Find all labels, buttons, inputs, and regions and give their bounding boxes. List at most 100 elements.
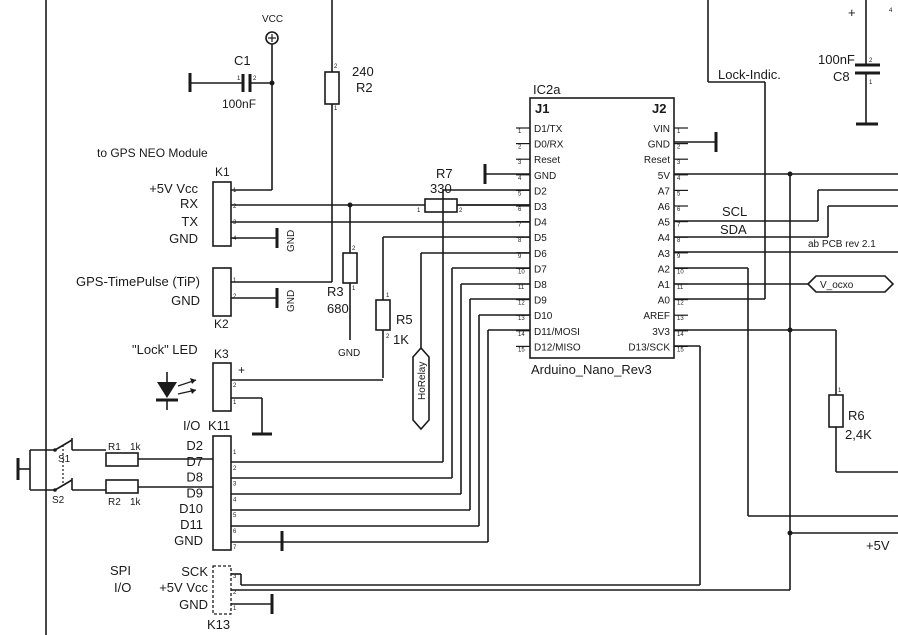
- chip-left-pin-label: D10: [534, 311, 553, 322]
- r5-value: 1K: [393, 332, 409, 347]
- r6-body: [828, 394, 844, 428]
- r6-ref: R6: [848, 408, 865, 423]
- chip-left-pin-label: GND: [534, 171, 556, 182]
- chip-right-pin-label: AREF: [643, 311, 670, 322]
- chip-right-pin-num: 3: [677, 160, 681, 166]
- svg-text:1: 1: [352, 286, 356, 292]
- switch-block: [16, 438, 106, 492]
- r7-value: 330: [430, 181, 452, 196]
- k11-pin-label: D11: [180, 517, 203, 532]
- chip-left-pin-label: D0/RX: [534, 140, 564, 151]
- svg-text:2: 2: [233, 590, 237, 596]
- chip-j2: J2: [652, 101, 666, 116]
- chip-right-pin-label: A2: [658, 264, 671, 275]
- svg-text:2: 2: [352, 246, 356, 252]
- r3-body: [342, 252, 358, 284]
- k13-title-io: I/O: [114, 580, 131, 595]
- k11-title: I/O: [183, 418, 200, 433]
- chip-ref: IC2a: [533, 82, 561, 97]
- chip-right-pin-num: 13: [677, 316, 684, 322]
- r1-body: [105, 452, 139, 467]
- k11-pin-label: D7: [186, 454, 203, 469]
- chip-left-pin-num: 3: [518, 160, 522, 166]
- svg-text:4: 4: [889, 8, 893, 14]
- chip-right-pin-label: 5V: [658, 171, 671, 182]
- chip-left-pin-num: 15: [518, 347, 525, 353]
- s1-label: S1: [58, 454, 71, 465]
- chip-right-pin-label: 3V3: [652, 327, 670, 338]
- k1-pin-gnd: GND: [169, 231, 198, 246]
- rr2-ref: R2: [108, 497, 121, 508]
- lock-led-icon: [156, 372, 197, 410]
- sda-label: SDA: [720, 222, 747, 237]
- chip-right-pin-label: Reset: [644, 155, 670, 166]
- chip-left-pin-num: 8: [518, 238, 522, 244]
- chip-right-pin-num: 2: [677, 145, 681, 151]
- r3-gnd-label: GND: [338, 348, 360, 359]
- svg-text:1: 1: [233, 188, 237, 194]
- chip-left-pin-label: D2: [534, 186, 547, 197]
- k11-pin-label: D8: [186, 470, 203, 485]
- k2-ref: K2: [214, 317, 229, 331]
- k1-title: to GPS NEO Module: [97, 146, 208, 160]
- c8-ref: C8: [833, 69, 850, 84]
- svg-text:1: 1: [417, 208, 421, 214]
- chip-left-pin-label: D4: [534, 218, 547, 229]
- k1-pin-5v: +5V Vcc: [149, 181, 198, 196]
- chip-left-pin-num: 11: [518, 285, 525, 291]
- chip-left-pin-num: 1: [518, 129, 522, 135]
- k2-gnd-label: GND: [286, 290, 297, 312]
- svg-text:2: 2: [253, 76, 257, 82]
- svg-text:1: 1: [233, 278, 237, 284]
- chip-right-pin-num: 9: [677, 254, 681, 260]
- chip-left-pin-label: D12/MISO: [534, 342, 581, 353]
- k13-pin-5v: +5V Vcc: [159, 580, 208, 595]
- svg-text:2: 2: [869, 58, 873, 64]
- rr2-body: [105, 479, 139, 494]
- k11-pin-label: D9: [186, 485, 203, 500]
- plus-5v-label: +5V: [866, 538, 890, 553]
- lock-indic-label: Lock-Indic.: [718, 67, 781, 82]
- chip-left-pin-label: Reset: [534, 155, 560, 166]
- k11-pin-label: GND: [174, 533, 203, 548]
- r6-value: 2,4K: [845, 427, 872, 442]
- k11-pin-num: 5: [233, 513, 237, 519]
- svg-text:1: 1: [237, 76, 241, 82]
- r3-ref: R3: [327, 284, 344, 299]
- chip-right-pin-label: A1: [658, 280, 671, 291]
- r3-value: 680: [327, 301, 349, 316]
- chip-left-pin-label: D8: [534, 280, 547, 291]
- chip-left-pin-num: 6: [518, 207, 522, 213]
- chip-left-pin-label: D11/MOSI: [534, 327, 580, 338]
- k11-connector: [212, 435, 232, 551]
- chip-left-pin-num: 4: [518, 176, 522, 182]
- r7-ref: R7: [436, 166, 453, 181]
- k1-gnd-label: GND: [286, 230, 297, 252]
- svg-text:1: 1: [233, 606, 237, 612]
- c1-value: 100nF: [222, 97, 256, 111]
- k11-pin-num: 7: [233, 545, 237, 551]
- rev-note: ab PCB rev 2.1: [808, 239, 876, 250]
- svg-text:2: 2: [459, 208, 463, 214]
- v-ocxo-net-label: [806, 275, 895, 293]
- svg-text:3: 3: [233, 574, 237, 580]
- rr2-value: 1k: [130, 497, 142, 508]
- chip-right-pin-num: 8: [677, 238, 681, 244]
- k11-pin-label: D2: [186, 438, 203, 453]
- c8-plus: +: [848, 5, 856, 20]
- chip-left-pin-num: 2: [518, 145, 522, 151]
- chip-j1: J1: [535, 101, 549, 116]
- k13-ref: K13: [207, 617, 230, 632]
- scl-label: SCL: [722, 204, 747, 219]
- k13-pin-gnd: GND: [179, 597, 208, 612]
- k2-pin-tip: GPS-TimePulse (TiP): [76, 274, 200, 289]
- chip-right-pin-label: A4: [658, 233, 671, 244]
- k3-ref: K3: [214, 347, 229, 361]
- k13-connector: [212, 565, 232, 615]
- chip-right-pin-num: 7: [677, 223, 681, 229]
- chip-left-pin-num: 10: [518, 269, 525, 275]
- chip-left-pin-label: D1/TX: [534, 124, 563, 135]
- chip-right-pin-label: GND: [648, 140, 670, 151]
- chip-left-pin-num: 7: [518, 223, 522, 229]
